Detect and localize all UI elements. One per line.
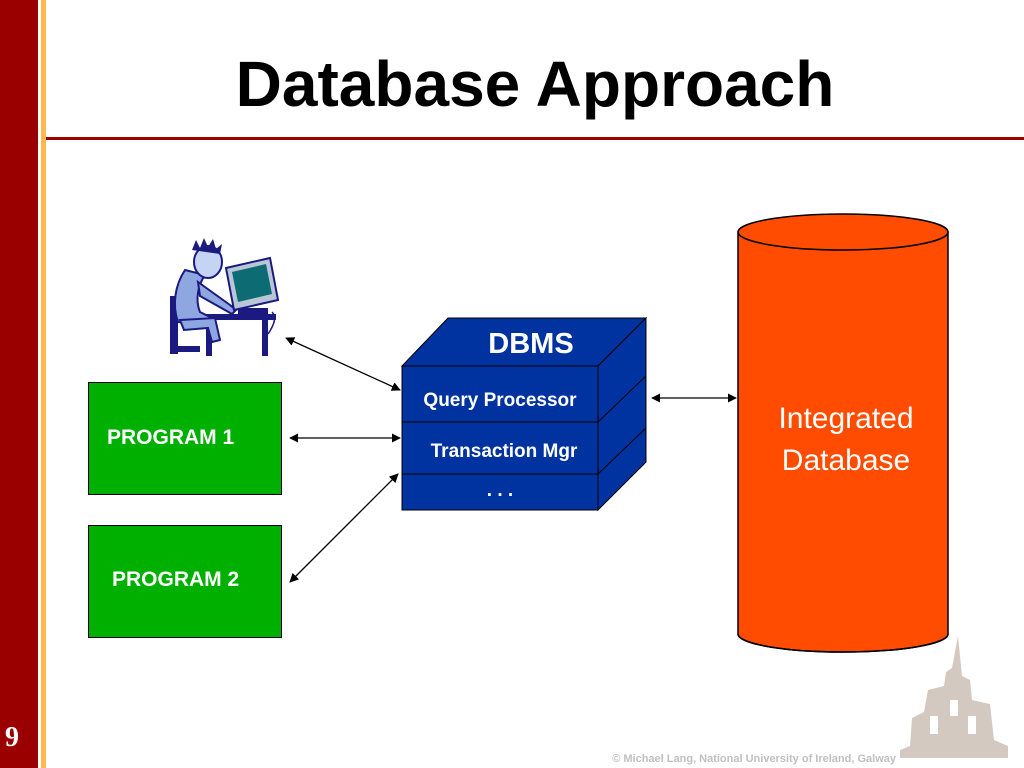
database-cylinder	[737, 213, 949, 653]
program-2-box	[88, 525, 282, 638]
transaction-mgr-label: Transaction Mgr	[430, 441, 578, 462]
sidebar-stripe	[41, 0, 46, 768]
title-divider	[46, 137, 1024, 140]
slide-title: Database Approach	[235, 48, 835, 120]
copyright-notice: © Michael Lang, National University of I…	[612, 753, 896, 765]
dbms-title: DBMS	[488, 328, 574, 360]
sidebar-bar	[0, 0, 38, 768]
arrow-user-dbms	[285, 337, 401, 391]
dbms-box	[400, 316, 648, 512]
program-1-box	[88, 382, 282, 495]
user-at-computer-icon	[170, 238, 280, 356]
database-label-line1: Integrated	[778, 402, 914, 435]
query-processor-label: Query Processor	[423, 390, 577, 411]
university-crest-icon	[900, 636, 1008, 758]
program-1-label: PROGRAM 1	[107, 426, 235, 449]
dbms-more-label: . . .	[486, 480, 514, 501]
database-label-line2: Database	[781, 444, 911, 477]
arrow-program2-dbms	[289, 473, 399, 583]
slide-number: 9	[5, 722, 19, 753]
program-2-label: PROGRAM 2	[112, 568, 240, 591]
database-label: Integrated Database	[740, 398, 952, 482]
